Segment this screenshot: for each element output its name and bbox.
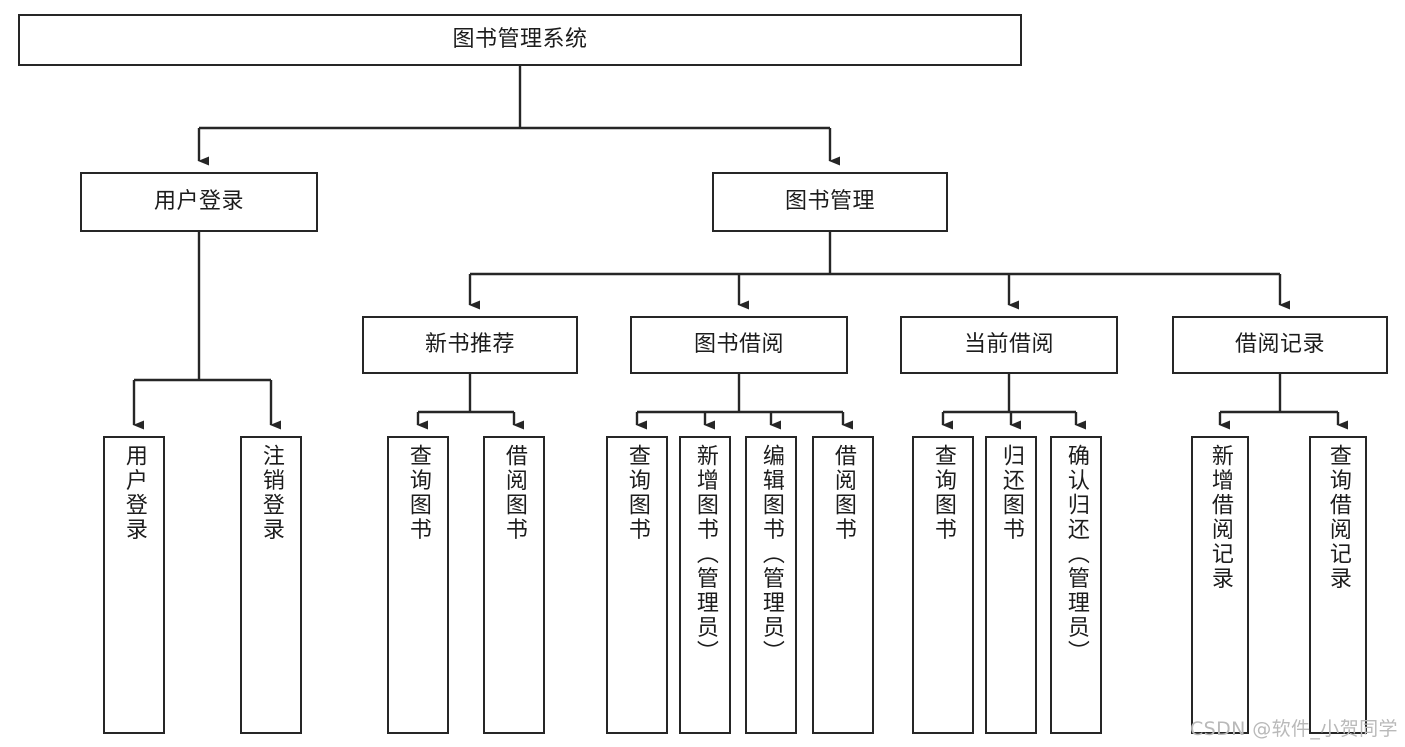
csdn-watermark: CSDN @软件_小贺同学 [1190, 718, 1398, 740]
node-label-leaf-query-book-3: 查询图书 [930, 444, 956, 542]
node-leaf-query-book-2[interactable]: 查询图书 [606, 436, 668, 734]
node-leaf-user-logout[interactable]: 注销登录 [240, 436, 302, 734]
node-label-borrow-record: 借阅记录 [1234, 331, 1325, 357]
node-label-user-login: 用户登录 [153, 188, 244, 214]
node-book-borrow[interactable]: 图书借阅 [630, 316, 848, 374]
node-label-book-borrow: 图书借阅 [693, 331, 784, 357]
node-leaf-return-book[interactable]: 归还图书 [985, 436, 1037, 734]
node-label-current-borrow: 当前借阅 [963, 331, 1054, 357]
node-label-leaf-edit-book: 编辑图书（管理员） [758, 444, 784, 665]
node-label-leaf-query-book-2: 查询图书 [624, 444, 650, 542]
node-label-leaf-add-book: 新增图书（管理员） [692, 444, 718, 665]
node-leaf-query-book-3[interactable]: 查询图书 [912, 436, 974, 734]
node-leaf-confirm-return[interactable]: 确认归还（管理员） [1050, 436, 1102, 734]
node-leaf-borrow-book-1[interactable]: 借阅图书 [483, 436, 545, 734]
node-leaf-query-book-1[interactable]: 查询图书 [387, 436, 449, 734]
node-leaf-add-record[interactable]: 新增借阅记录 [1191, 436, 1249, 734]
node-leaf-add-book[interactable]: 新增图书（管理员） [679, 436, 731, 734]
node-leaf-query-record[interactable]: 查询借阅记录 [1309, 436, 1367, 734]
node-label-leaf-query-book-1: 查询图书 [405, 444, 431, 542]
node-label-leaf-borrow-book-2: 借阅图书 [830, 444, 856, 542]
node-label-book-manage: 图书管理 [784, 188, 875, 214]
node-label-root: 图书管理系统 [452, 26, 588, 52]
node-new-book-recommend[interactable]: 新书推荐 [362, 316, 578, 374]
node-book-manage[interactable]: 图书管理 [712, 172, 948, 232]
node-label-leaf-query-record: 查询借阅记录 [1325, 444, 1351, 591]
node-label-leaf-confirm-return: 确认归还（管理员） [1063, 444, 1089, 665]
node-label-leaf-return-book: 归还图书 [998, 444, 1024, 542]
node-user-login[interactable]: 用户登录 [80, 172, 318, 232]
node-borrow-record[interactable]: 借阅记录 [1172, 316, 1388, 374]
node-leaf-user-login[interactable]: 用户登录 [103, 436, 165, 734]
node-current-borrow[interactable]: 当前借阅 [900, 316, 1118, 374]
node-label-leaf-user-login: 用户登录 [121, 444, 147, 542]
node-label-leaf-borrow-book-1: 借阅图书 [501, 444, 527, 542]
node-label-new-book-recommend: 新书推荐 [424, 331, 515, 357]
node-leaf-borrow-book-2[interactable]: 借阅图书 [812, 436, 874, 734]
node-leaf-edit-book[interactable]: 编辑图书（管理员） [745, 436, 797, 734]
node-root[interactable]: 图书管理系统 [18, 14, 1022, 66]
node-label-leaf-add-record: 新增借阅记录 [1207, 444, 1233, 591]
node-label-leaf-user-logout: 注销登录 [258, 444, 284, 542]
